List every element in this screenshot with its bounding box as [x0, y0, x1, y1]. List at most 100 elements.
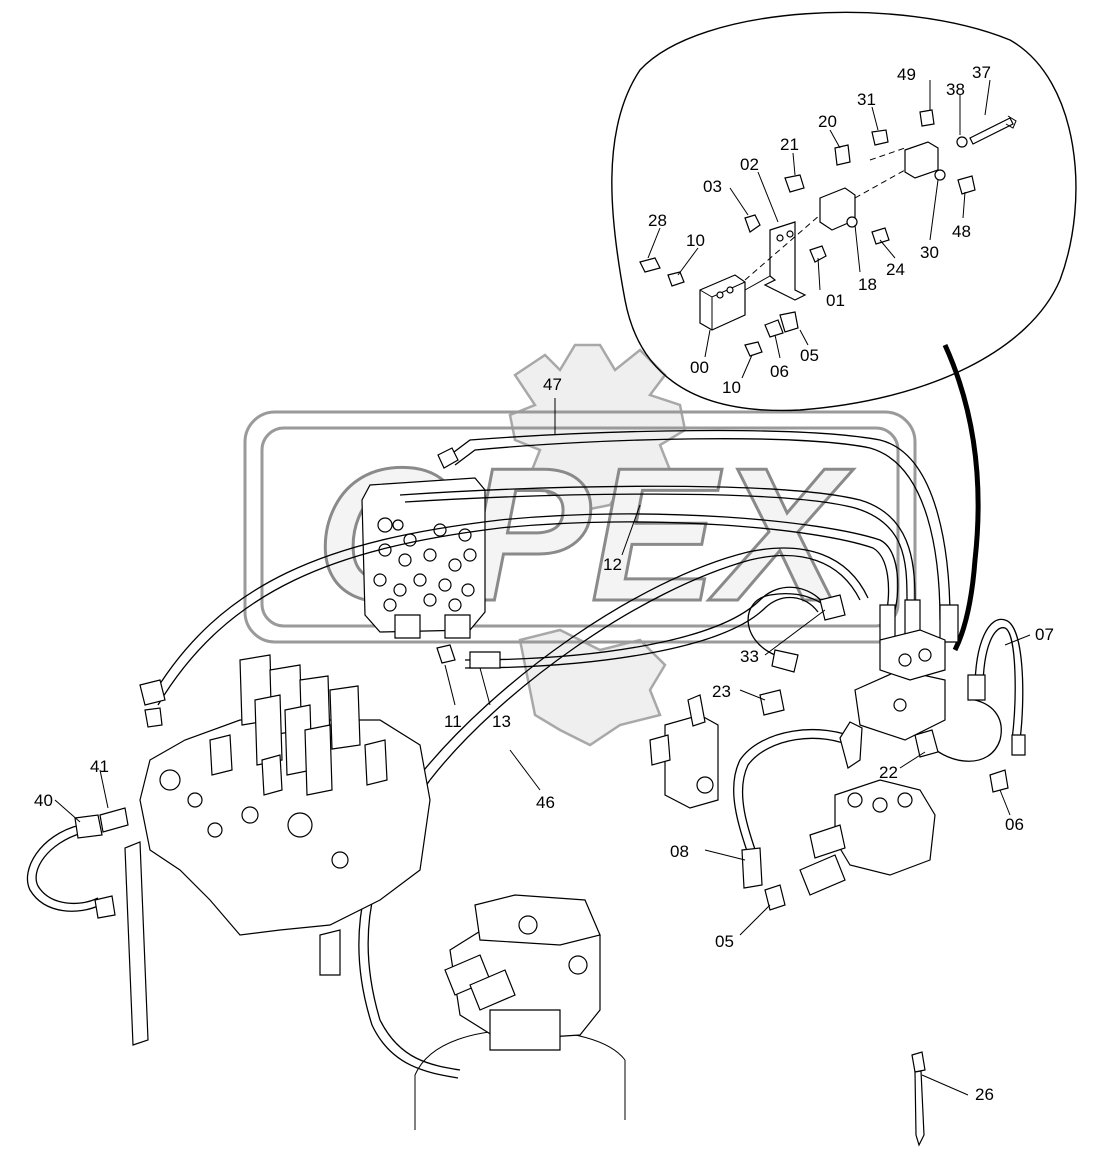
- callout-40: 40: [34, 791, 53, 810]
- detail-outline: [611, 11, 1077, 412]
- hose-22: [929, 699, 1002, 762]
- solenoid-valve-block: [839, 629, 946, 769]
- detail-callout-06: 06: [770, 362, 789, 381]
- watermark-frame-outer: [243, 410, 917, 644]
- callout-41: 41: [90, 757, 109, 776]
- hose-08: [733, 728, 861, 861]
- callout-47: 47: [543, 375, 562, 394]
- valve-port: [187, 792, 203, 808]
- motor-housing-sides: [414, 1060, 626, 1130]
- detail-callout-10: 10: [686, 231, 705, 250]
- callout-22: 22: [879, 763, 898, 782]
- callout-11: 11: [444, 712, 462, 731]
- watermark-gear-lower: [518, 628, 667, 747]
- manifold-edges: [699, 281, 746, 330]
- hose-07-edge: [982, 627, 1016, 741]
- detail-callout-21: 21: [780, 135, 799, 154]
- detail-callout-48: 48: [952, 222, 971, 241]
- hose-46-upper-edge: [419, 547, 869, 776]
- watermark-frame-inner: [260, 426, 900, 628]
- fitting-set: [639, 109, 976, 357]
- detail-callout-49: 49: [897, 65, 916, 84]
- hose-routing: [26, 429, 1024, 1079]
- manifold-port: [716, 291, 724, 299]
- solenoid-port: [893, 698, 907, 712]
- callout-33: 33: [740, 647, 759, 666]
- shuttle-valve: [799, 779, 936, 896]
- manifold-port: [726, 286, 734, 294]
- hose-33: [747, 593, 831, 656]
- callout-13: 13: [492, 712, 511, 731]
- mounting-strap: [124, 841, 149, 1046]
- valve-foot: [319, 929, 341, 976]
- hose-left-return: [149, 513, 899, 701]
- hose-13: [464, 586, 826, 661]
- valve-port: [241, 806, 259, 824]
- hose-47-edge: [454, 438, 941, 621]
- detail-callout-00: 00: [690, 358, 709, 377]
- swing-motor: [414, 894, 626, 1130]
- detail-callout-24: 24: [886, 260, 905, 279]
- detail-callout-38: 38: [946, 80, 965, 99]
- hose-08-edge: [741, 737, 856, 859]
- block-port: [934, 169, 946, 181]
- bolt: [809, 245, 827, 263]
- detail-callout-05: 05: [800, 346, 819, 365]
- bolt-head: [1005, 115, 1017, 129]
- hose-fittings: [74, 447, 1026, 919]
- bracket-hole: [776, 234, 784, 242]
- hose-13-edge: [464, 596, 819, 669]
- block-port: [846, 216, 858, 228]
- solenoid-port: [898, 653, 912, 667]
- detail-callout-37: 37: [972, 63, 991, 82]
- motor-fitting: [469, 969, 516, 1011]
- callout-23: 23: [712, 682, 731, 701]
- valve-port: [159, 769, 181, 791]
- valve-feet: [394, 614, 471, 639]
- spool-caps: [239, 654, 361, 796]
- motor-port: [518, 915, 538, 935]
- detail-callout-30: 30: [920, 243, 939, 262]
- hose-40: [26, 824, 101, 912]
- hose-07: [974, 618, 1024, 741]
- hose-12-edge: [404, 493, 908, 601]
- hose-left-return-edge: [157, 521, 890, 706]
- leader-lines: [54, 79, 1031, 1096]
- motor-port: [568, 955, 588, 975]
- detail-callout-28: 28: [648, 211, 667, 230]
- callout-07: 07: [1035, 625, 1054, 644]
- detail-callout-03: 03: [703, 177, 722, 196]
- solenoid-port: [918, 648, 932, 662]
- callout-06: 06: [1005, 815, 1024, 834]
- relief-valve: [261, 754, 283, 796]
- watermark: OPEX: [243, 343, 917, 747]
- callout-12: 12: [603, 555, 622, 574]
- detail-callout-01: 01: [826, 291, 845, 310]
- small-block: [904, 141, 939, 179]
- callout-08: 08: [670, 842, 689, 861]
- assembly-axis: [744, 147, 906, 281]
- valve-ports: [373, 517, 477, 612]
- main-control-valve: [124, 654, 431, 1046]
- bolt: [744, 214, 761, 233]
- hose-40-edge: [35, 832, 99, 904]
- elbow-fitting: [839, 721, 863, 769]
- pilot-valve-block: [361, 477, 486, 639]
- bracket-hole: [786, 230, 794, 238]
- solenoid-top: [879, 629, 946, 681]
- callout-labels: 47 12 11 13 33 23 07 22 06 08 05 46 41 4…: [34, 63, 1054, 1104]
- small-valve: [649, 694, 719, 809]
- long-bolt: [969, 117, 1014, 145]
- manifold-block: [699, 274, 746, 331]
- relief-valve: [209, 734, 233, 776]
- detail-callout-20: 20: [818, 112, 837, 131]
- bracket: [763, 221, 807, 301]
- hose-12: [399, 485, 916, 601]
- detail-callout-10b: 10: [722, 378, 741, 397]
- detail-callout-18: 18: [858, 275, 877, 294]
- motor-head: [474, 894, 601, 946]
- callout-46: 46: [536, 793, 555, 812]
- relief-valve: [364, 739, 388, 786]
- valve-port: [331, 851, 349, 869]
